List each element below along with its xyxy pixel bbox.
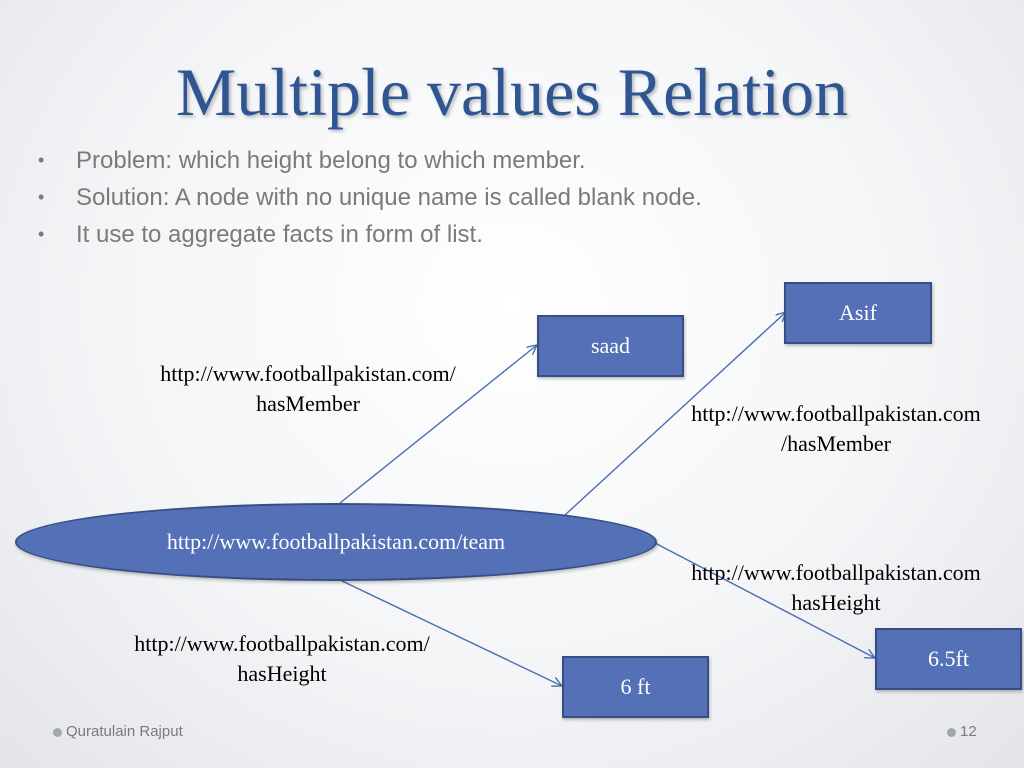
edge-team-to-asif <box>564 312 786 516</box>
node-six-ft-label: 6 ft <box>620 674 651 699</box>
footer-right-dot <box>947 728 956 737</box>
edge-label-line: http://www.footballpakistan.com <box>691 560 981 585</box>
edge-team-to-saad <box>339 345 537 504</box>
node-six-five-ft-label: 6.5ft <box>928 646 969 671</box>
bullet-item: • Problem: which height belong to which … <box>38 142 702 179</box>
bullet-text: It use to aggregate facts in form of lis… <box>76 221 483 248</box>
node-asif-label: Asif <box>839 300 877 325</box>
bullet-item: • It use to aggregate facts in form of l… <box>38 216 702 253</box>
node-team-label: http://www.footballpakistan.com/team <box>166 529 506 554</box>
edge-label-line: http://www.footballpakistan.com <box>691 401 981 426</box>
node-asif: Asif <box>784 282 932 344</box>
bullet-dot: • <box>38 224 45 244</box>
edge-label-has-member-right: http://www.footballpakistan.com /hasMemb… <box>648 399 1024 459</box>
slide-title: Multiple values Relation <box>175 54 849 130</box>
bullet-list: • Problem: which height belong to which … <box>38 142 702 253</box>
edge-team-to-six-ft <box>339 579 562 686</box>
edge-label-line: hasHeight <box>237 661 327 686</box>
bullet-text: Problem: which height belong to which me… <box>76 147 586 174</box>
footer-left-dot <box>53 728 62 737</box>
edge-label-line: http://www.footballpakistan.com/ <box>134 631 430 656</box>
edge-label-has-member-left: http://www.footballpakistan.com/ hasMemb… <box>108 359 508 419</box>
edge-label-has-height-right: http://www.footballpakistan.com hasHeigh… <box>648 558 1024 618</box>
bullet-item: • Solution: A node with no unique name i… <box>38 179 702 216</box>
page-number: 12 <box>960 723 977 740</box>
node-six-five-ft: 6.5ft <box>875 628 1022 690</box>
edge-label-line: /hasMember <box>781 431 891 456</box>
edge-label-line: http://www.footballpakistan.com/ <box>160 361 456 386</box>
edge-label-line: hasHeight <box>791 590 881 615</box>
edge-label-has-height-left: http://www.footballpakistan.com/ hasHeig… <box>82 629 482 689</box>
footer-author: Quratulain Rajput <box>66 723 183 740</box>
node-six-ft: 6 ft <box>562 656 709 718</box>
bullet-dot: • <box>38 187 45 207</box>
node-saad-label: saad <box>590 333 631 358</box>
edge-label-line: hasMember <box>256 391 360 416</box>
node-saad: saad <box>537 315 684 377</box>
bullet-text: Solution: A node with no unique name is … <box>76 184 702 211</box>
node-team: http://www.footballpakistan.com/team <box>15 503 657 581</box>
bullet-dot: • <box>38 150 45 170</box>
edge-team-to-six-five-ft <box>654 542 875 658</box>
